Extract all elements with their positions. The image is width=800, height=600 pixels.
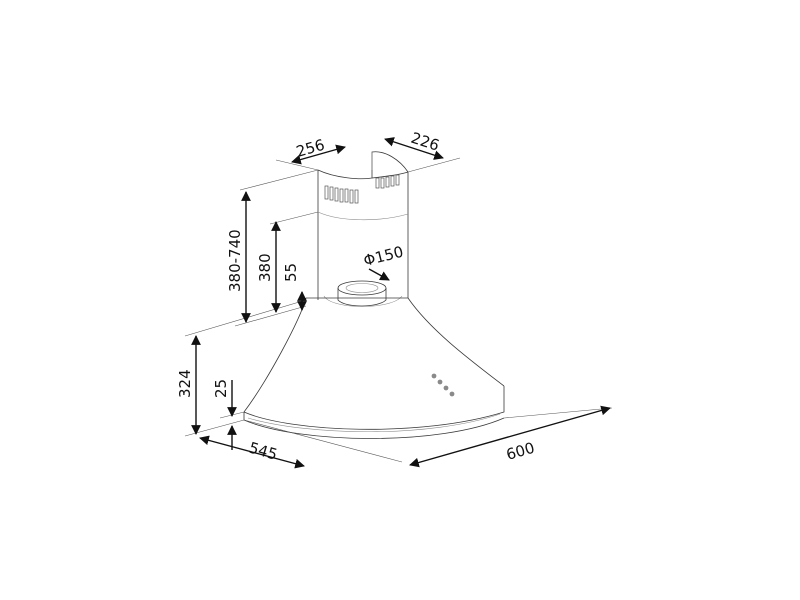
dim-chimney-height-label: 380-740 [226, 229, 244, 292]
dim-hood-width-label: 600 [504, 439, 536, 464]
dimension-arrows [191, 137, 611, 469]
dim-chimney-width-label: 256 [294, 136, 326, 161]
dim-chimney-depth-label: 226 [409, 129, 442, 155]
vent-slots [324, 174, 400, 204]
dim-hood-height-label: 324 [176, 369, 194, 398]
outlet-collar [323, 280, 403, 307]
dim-collar-height-label: 55 [282, 263, 300, 282]
extension-lines [184, 157, 613, 463]
dim-hood-depth-label: 545 [247, 439, 279, 464]
dim-outlet-diameter-label: Φ150 [362, 243, 406, 270]
hood-body [243, 297, 505, 439]
control-buttons [431, 373, 455, 397]
chimney [317, 151, 409, 300]
dim-rim-height-label: 25 [212, 379, 230, 398]
dim-chimney-lower-label: 380 [256, 253, 274, 282]
